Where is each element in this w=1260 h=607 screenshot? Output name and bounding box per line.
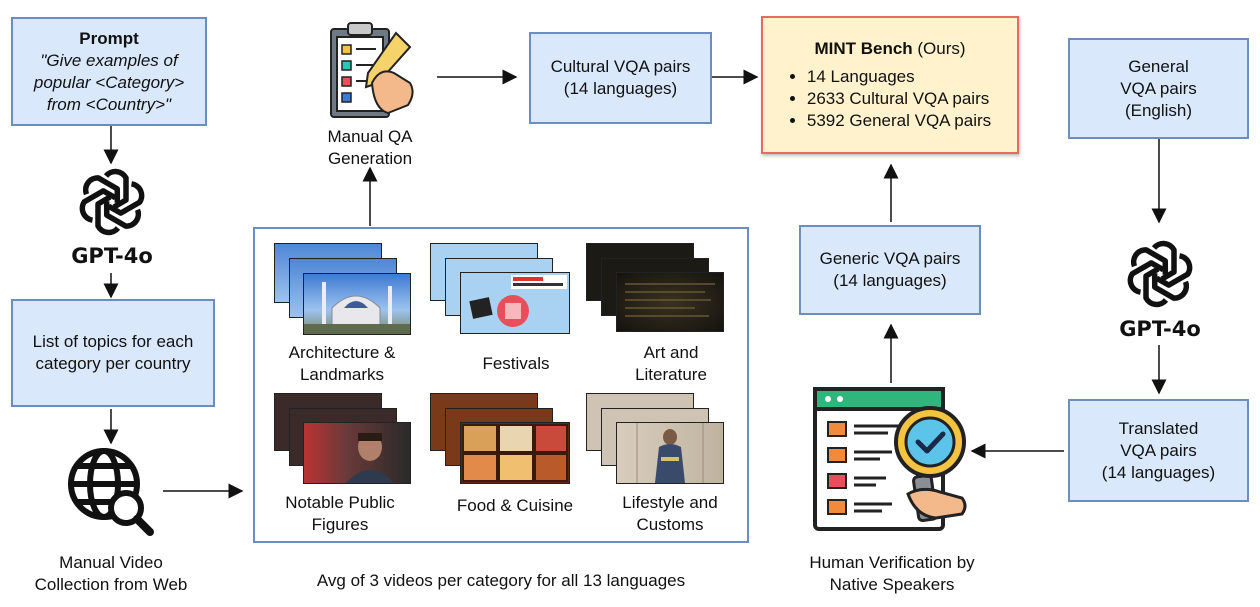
mint-bench-stats: 14 Languages 2633 Cultural VQA pairs 539… bbox=[789, 66, 991, 132]
globe-search-icon bbox=[66, 446, 156, 536]
general-vqa-box: General VQA pairs (English) bbox=[1068, 38, 1249, 139]
prompt-line-3: from <Country>" bbox=[46, 94, 172, 114]
mint-bench-title: MINT Bench (Ours) bbox=[814, 38, 965, 60]
mint-stat-item: 5392 General VQA pairs bbox=[807, 110, 991, 132]
translated-vqa-box: Translated VQA pairs (14 languages) bbox=[1068, 399, 1249, 502]
openai-logo-icon bbox=[1124, 238, 1196, 310]
mint-stat-item: 14 Languages bbox=[807, 66, 991, 88]
general-vqa-line-1: General bbox=[1128, 56, 1189, 76]
figures-line-2: Figures bbox=[311, 515, 369, 534]
video-collection-line-1: Manual Video bbox=[59, 553, 163, 572]
category-art-label: Art and Literature bbox=[591, 342, 751, 386]
openai-logo-icon bbox=[76, 166, 148, 238]
architecture-line-2: Landmarks bbox=[299, 365, 385, 384]
gpt-right-label: GPT-4o bbox=[1119, 317, 1201, 341]
generic-vqa-line-2: (14 languages) bbox=[833, 271, 947, 290]
translated-vqa-line-1: Translated bbox=[1118, 418, 1199, 438]
category-architecture-label: Architecture & Landmarks bbox=[262, 342, 422, 386]
lifestyle-line-1: Lifestyle and bbox=[622, 493, 718, 512]
prompt-box: Prompt "Give examples of popular <Catego… bbox=[11, 17, 207, 126]
mint-bench-box: MINT Bench (Ours) 14 Languages 2633 Cult… bbox=[761, 16, 1019, 154]
food-line-1: Food & Cuisine bbox=[456, 496, 574, 515]
cultural-vqa-line-1: Cultural VQA pairs bbox=[550, 57, 691, 76]
translated-vqa-line-2: VQA pairs bbox=[1120, 440, 1197, 460]
category-food-label: Food & Cuisine bbox=[435, 495, 595, 517]
lifestyle-line-2: Customs bbox=[636, 515, 704, 534]
manual-qa-label: Manual QA Generation bbox=[300, 126, 440, 170]
categories-caption: Avg of 3 videos per category for all 13 … bbox=[316, 571, 686, 590]
category-lifestyle-label: Lifestyle and Customs bbox=[590, 492, 750, 536]
art-line-1: Art and bbox=[643, 343, 699, 362]
topics-line-2: category per country bbox=[35, 354, 191, 373]
art-line-2: Literature bbox=[635, 365, 707, 384]
category-figures-label: Notable Public Figures bbox=[260, 492, 420, 536]
prompt-line-2: popular <Category> bbox=[33, 72, 185, 92]
manual-qa-line-1: Manual QA bbox=[327, 127, 413, 146]
manual-qa-line-2: Generation bbox=[327, 149, 413, 168]
document-magnifier-icon bbox=[812, 386, 972, 542]
category-festivals-label: Festivals bbox=[436, 353, 596, 375]
human-verification-line-2: Native Speakers bbox=[829, 575, 955, 594]
cultural-vqa-box: Cultural VQA pairs (14 languages) bbox=[529, 32, 712, 124]
human-verification-label: Human Verification by Native Speakers bbox=[782, 552, 1002, 596]
figures-line-1: Notable Public bbox=[285, 493, 395, 512]
generic-vqa-box: Generic VQA pairs (14 languages) bbox=[799, 225, 981, 315]
general-vqa-line-2: VQA pairs bbox=[1120, 78, 1197, 98]
architecture-line-1: Architecture & bbox=[288, 343, 396, 362]
cultural-vqa-line-2: (14 languages) bbox=[563, 79, 678, 98]
human-verification-line-1: Human Verification by bbox=[809, 553, 975, 572]
generic-vqa-line-1: Generic VQA pairs bbox=[819, 249, 961, 268]
prompt-title: Prompt bbox=[79, 28, 139, 48]
prompt-line-1: "Give examples of bbox=[40, 50, 178, 70]
clipboard-hand-icon bbox=[328, 21, 418, 121]
gpt-left-label: GPT-4o bbox=[71, 244, 153, 268]
video-collection-line-2: Collection from Web bbox=[34, 575, 188, 594]
mint-stat-item: 2633 Cultural VQA pairs bbox=[807, 88, 991, 110]
mint-bench-title-bold: MINT Bench bbox=[814, 39, 913, 58]
translated-vqa-line-3: (14 languages) bbox=[1101, 462, 1216, 482]
video-collection-label: Manual Video Collection from Web bbox=[6, 552, 216, 596]
festivals-line-1: Festivals bbox=[482, 354, 550, 373]
topics-line-1: List of topics for each bbox=[32, 332, 194, 351]
general-vqa-line-3: (English) bbox=[1124, 100, 1193, 120]
topics-box: List of topics for each category per cou… bbox=[11, 299, 215, 407]
mint-bench-title-rest: (Ours) bbox=[912, 39, 966, 58]
